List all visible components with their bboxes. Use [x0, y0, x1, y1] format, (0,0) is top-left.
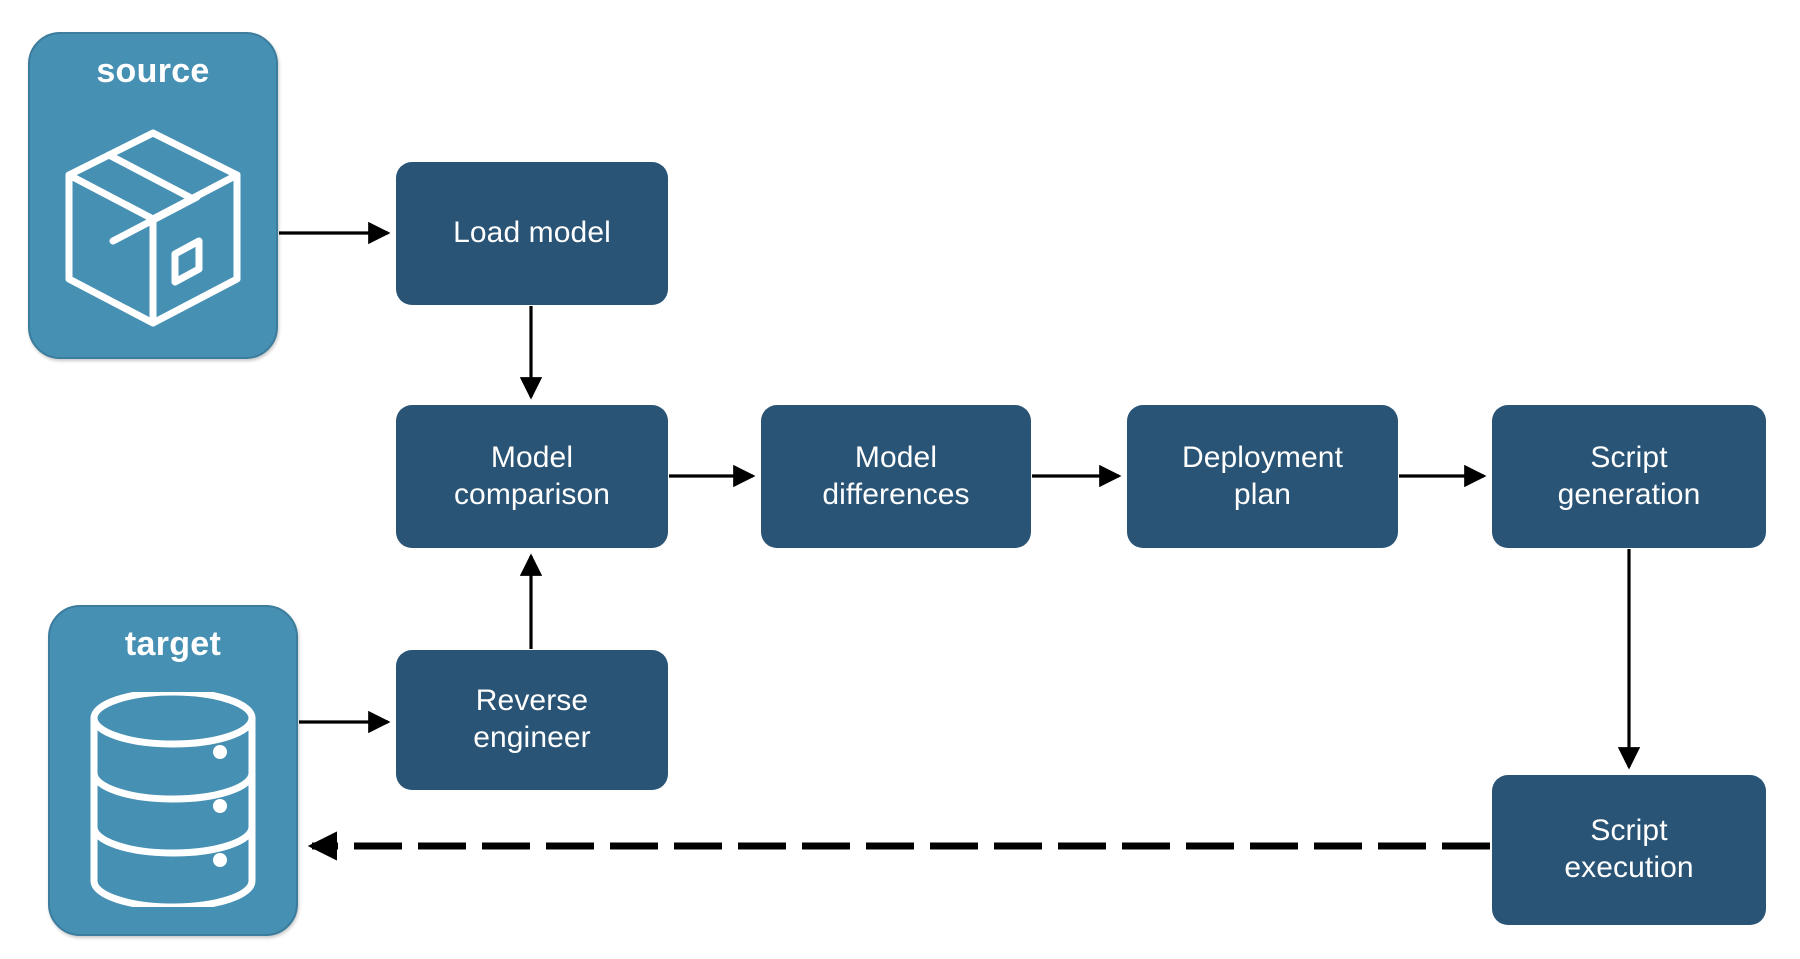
target-label: target: [124, 625, 222, 663]
package-box-icon: [30, 91, 276, 357]
process-node-model-differences[interactable]: Model differences: [761, 405, 1031, 548]
endpoint-node-source[interactable]: source: [28, 32, 278, 359]
model-differences-label: Model differences: [822, 440, 970, 511]
process-node-script-execution[interactable]: Script execution: [1492, 775, 1766, 925]
process-node-load-model[interactable]: Load model: [396, 162, 668, 305]
deployment-plan-label: Deployment plan: [1181, 440, 1344, 511]
model-comparison-label: Model comparison: [453, 440, 611, 511]
process-node-reverse-engineer[interactable]: Reverse engineer: [396, 650, 668, 790]
database-cylinder-icon: [50, 664, 296, 934]
source-label: source: [96, 52, 210, 90]
process-node-script-generation[interactable]: Script generation: [1492, 405, 1766, 548]
script-generation-label: Script generation: [1557, 440, 1701, 511]
script-execution-label: Script execution: [1564, 814, 1694, 884]
load-model-label: Load model: [453, 216, 611, 250]
process-node-deployment-plan[interactable]: Deployment plan: [1127, 405, 1398, 548]
endpoint-node-target[interactable]: target: [48, 605, 298, 936]
process-node-model-comparison[interactable]: Model comparison: [396, 405, 668, 548]
reverse-engineer-label: Reverse engineer: [473, 684, 591, 754]
